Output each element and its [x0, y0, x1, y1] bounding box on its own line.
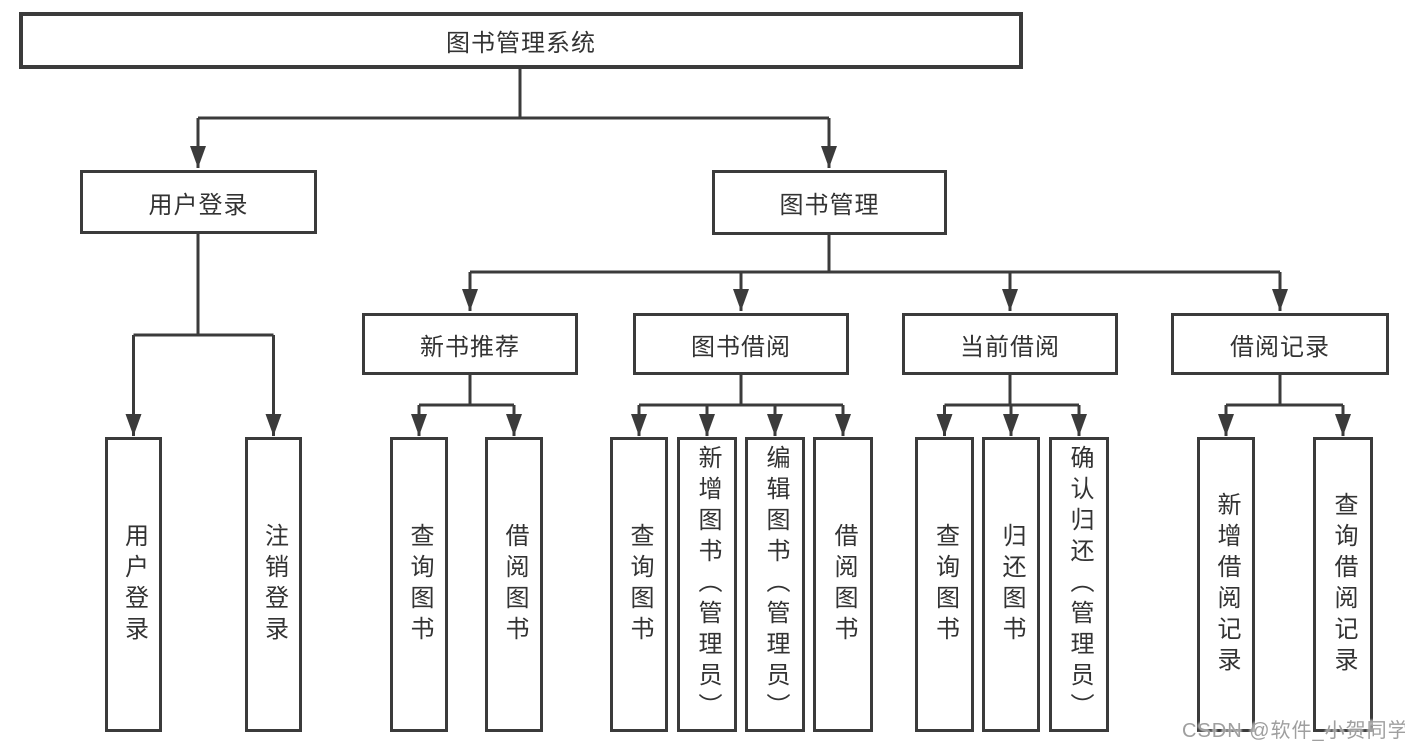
leaf-current-return-books: 归还图书	[982, 437, 1040, 732]
node-root-label: 图书管理系统	[446, 30, 596, 57]
node-new-book-recommend-label: 新书推荐	[420, 333, 520, 361]
connector-trunk	[470, 235, 1280, 274]
leaf-borrow-query-books: 查询图书	[610, 437, 668, 732]
node-new-book-recommend: 新书推荐	[362, 313, 578, 375]
leaf-newbook-borrow-books-label: 借阅图书	[501, 522, 528, 647]
leaf-borrow-borrow-books-label: 借阅图书	[830, 522, 857, 647]
connector-trunk	[944, 375, 1079, 407]
leaf-current-query-books: 查询图书	[915, 437, 974, 732]
leaf-newbook-query-books-label: 查询图书	[406, 522, 433, 647]
node-book-management: 图书管理	[712, 170, 947, 235]
leaf-borrow-add-book-admin: 新增图书（管理员）	[677, 437, 737, 732]
connector-root-to-level2	[190, 68, 837, 168]
node-book-borrow-label: 图书借阅	[691, 333, 791, 361]
connector-trunk	[419, 375, 514, 407]
leaf-logout-label: 注销登录	[260, 522, 288, 647]
node-book-management-label: 图书管理	[779, 192, 880, 219]
leaf-records-add-record: 新增借阅记录	[1197, 437, 1255, 732]
leaf-borrow-query-books-label: 查询图书	[626, 522, 653, 647]
connector-borrow-records-children	[1218, 375, 1351, 436]
node-current-borrow: 当前借阅	[902, 313, 1118, 375]
leaf-current-confirm-return-admin: 确认归还（管理员）	[1049, 437, 1109, 732]
connector-trunk	[198, 68, 829, 120]
leaf-borrow-edit-book-admin: 编辑图书（管理员）	[745, 437, 805, 732]
leaf-records-query-record: 查询借阅记录	[1313, 437, 1373, 732]
connector-new-book-recommend-children	[411, 375, 522, 436]
leaf-records-add-record-label: 新增借阅记录	[1213, 491, 1240, 678]
leaf-newbook-query-books: 查询图书	[390, 437, 448, 732]
node-user-login: 用户登录	[80, 170, 317, 234]
csdn-watermark: CSDN @软件_小贺同学	[1182, 720, 1405, 742]
connector-book-borrow-children	[631, 375, 851, 436]
connector-trunk	[133, 234, 274, 337]
connector-book-management-children	[462, 235, 1288, 311]
leaf-borrow-borrow-books: 借阅图书	[813, 437, 873, 732]
node-root: 图书管理系统	[19, 12, 1023, 69]
node-borrow-records: 借阅记录	[1171, 313, 1389, 375]
leaf-current-return-books-label: 归还图书	[998, 522, 1025, 647]
connector-current-borrow-children	[936, 375, 1087, 436]
leaf-borrow-edit-book-admin-label: 编辑图书（管理员）	[762, 445, 789, 724]
node-book-borrow: 图书借阅	[633, 313, 849, 375]
leaf-logout: 注销登录	[245, 437, 302, 732]
leaf-current-confirm-return-admin-label: 确认归还（管理员）	[1066, 445, 1093, 724]
leaf-borrow-add-book-admin-label: 新增图书（管理员）	[694, 445, 721, 724]
connector-user-login-children	[125, 234, 282, 436]
leaf-user-login-label: 用户登录	[120, 522, 148, 647]
leaf-user-login: 用户登录	[105, 437, 162, 732]
node-borrow-records-label: 借阅记录	[1230, 333, 1330, 361]
node-user-login-label: 用户登录	[148, 191, 249, 219]
node-current-borrow-label: 当前借阅	[960, 333, 1060, 361]
connector-trunk	[1226, 375, 1343, 407]
connector-trunk	[639, 375, 843, 407]
leaf-records-query-record-label: 查询借阅记录	[1330, 491, 1357, 678]
leaf-current-query-books-label: 查询图书	[931, 522, 959, 647]
leaf-newbook-borrow-books: 借阅图书	[485, 437, 543, 732]
